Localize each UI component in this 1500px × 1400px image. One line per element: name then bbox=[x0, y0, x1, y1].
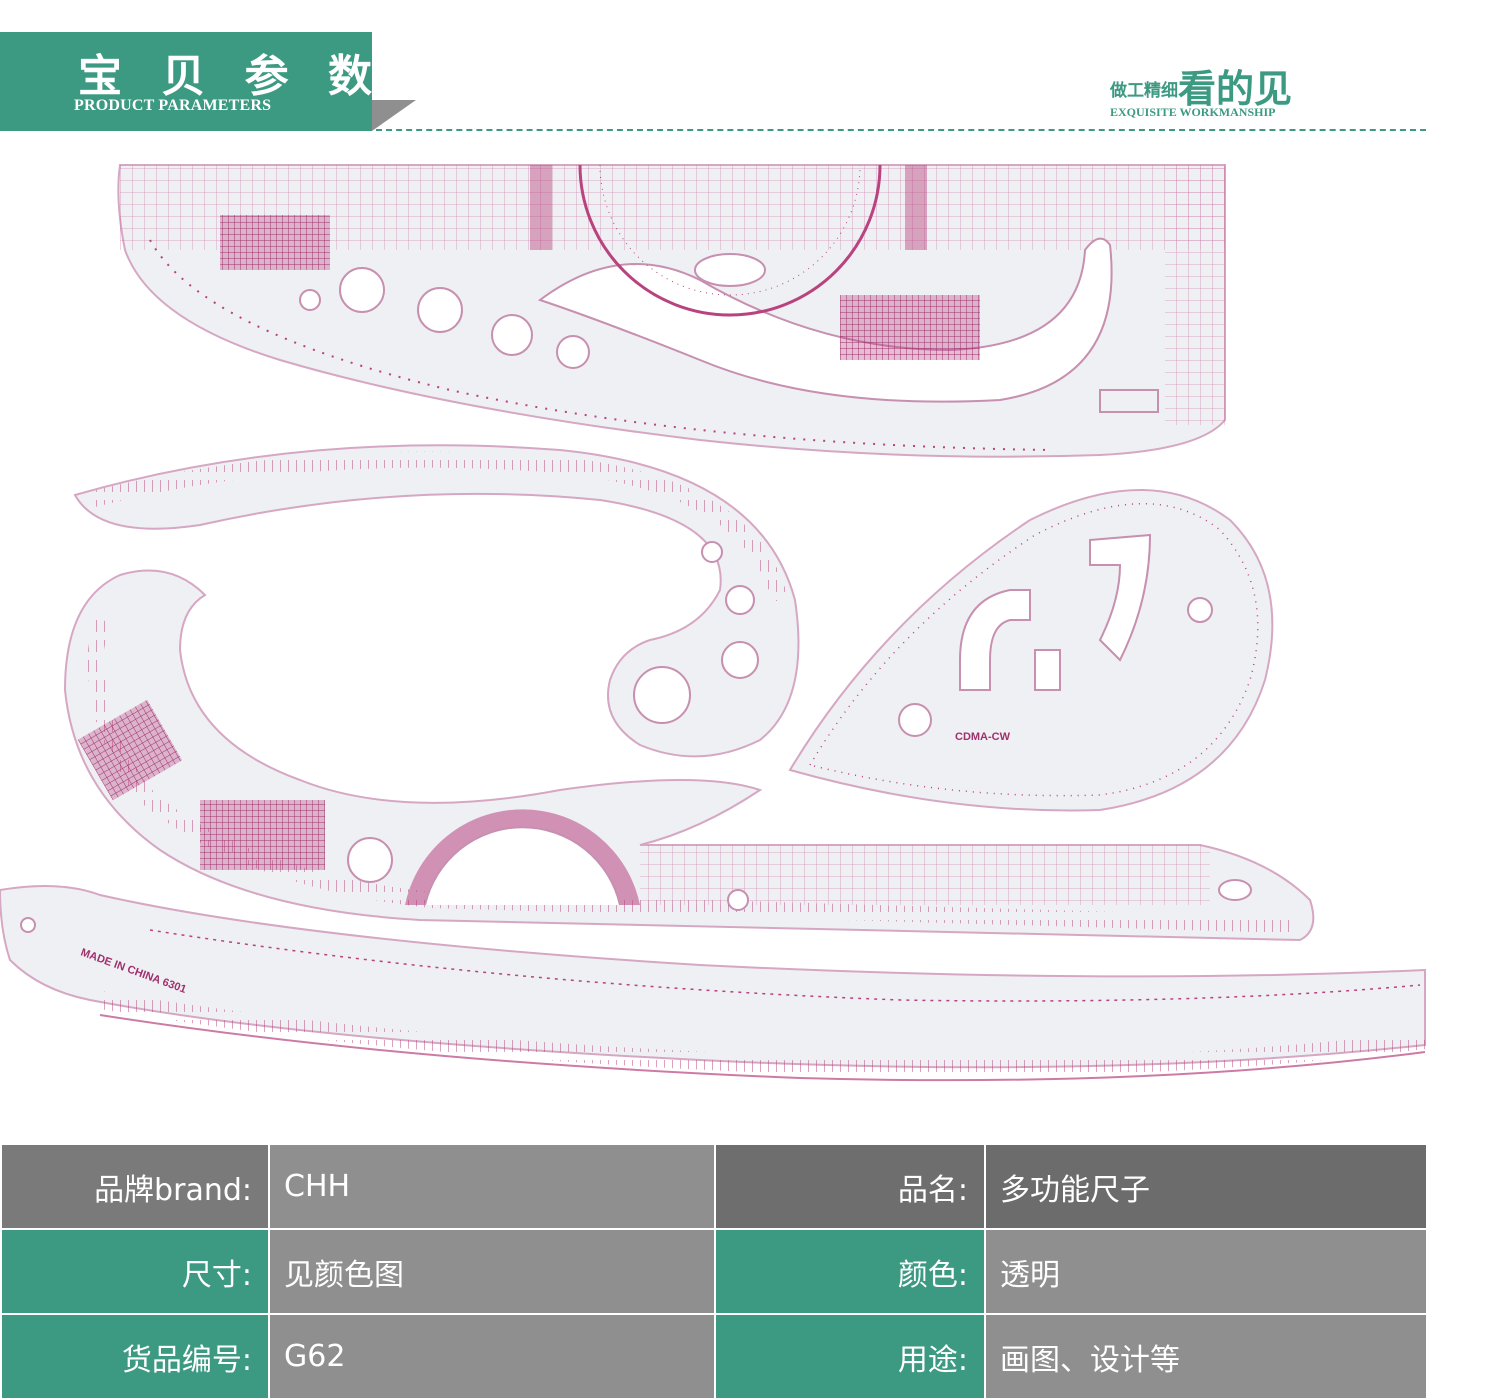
table-row: 品牌brand: CHH 品名: 多功能尺子 bbox=[0, 1143, 1428, 1230]
product-photo: CDMA-CW MADE IN CHINA 6301 bbox=[0, 164, 1427, 1082]
product-name-label: 品名: bbox=[714, 1143, 986, 1230]
tagline-small: 做工精细 bbox=[1110, 81, 1178, 100]
table-row: 货品编号: G62 用途: 画图、设计等 bbox=[0, 1313, 1428, 1400]
teardrop-ruler-code: CDMA-CW bbox=[955, 731, 1011, 743]
size-label: 尺寸: bbox=[0, 1228, 270, 1315]
teardrop-curve-ruler: CDMA-CW bbox=[788, 489, 1274, 812]
section-title: 宝 贝 参 数 bbox=[78, 51, 384, 102]
hip-curve-ruler bbox=[63, 569, 1315, 942]
color-value: 透明 bbox=[984, 1228, 1428, 1315]
table-row: 尺寸: 见颜色图 颜色: 透明 bbox=[0, 1228, 1428, 1315]
section-title-badge bbox=[0, 32, 372, 131]
item-number-label: 货品编号: bbox=[0, 1313, 270, 1400]
product-parameters-table: 品牌brand: CHH 品名: 多功能尺子 尺寸: 见颜色图 颜色: 透明 货… bbox=[0, 1143, 1428, 1400]
item-number-value: G62 bbox=[268, 1313, 716, 1400]
tagline-big: 看的见 bbox=[1178, 66, 1293, 111]
workmanship-tagline: 做工精细看的见 bbox=[1110, 58, 1292, 113]
brand-label: 品牌brand: bbox=[0, 1143, 270, 1230]
curved-grid-ruler bbox=[117, 164, 1226, 458]
badge-shadow-tail bbox=[372, 100, 416, 131]
product-name-value: 多功能尺子 bbox=[984, 1143, 1428, 1230]
french-curve-ruler bbox=[73, 444, 800, 758]
usage-value: 画图、设计等 bbox=[984, 1313, 1428, 1400]
usage-label: 用途: bbox=[714, 1313, 986, 1400]
long-hip-curve-ruler: MADE IN CHINA 6301 bbox=[0, 885, 1427, 1082]
size-value: 见颜色图 bbox=[268, 1228, 716, 1315]
brand-value: CHH bbox=[268, 1143, 716, 1230]
tagline-subtitle: EXQUISITE WORKMANSHIP bbox=[1110, 105, 1276, 119]
dashed-divider bbox=[376, 129, 1426, 131]
color-label: 颜色: bbox=[714, 1228, 986, 1315]
section-subtitle: PRODUCT PARAMETERS bbox=[74, 97, 272, 114]
